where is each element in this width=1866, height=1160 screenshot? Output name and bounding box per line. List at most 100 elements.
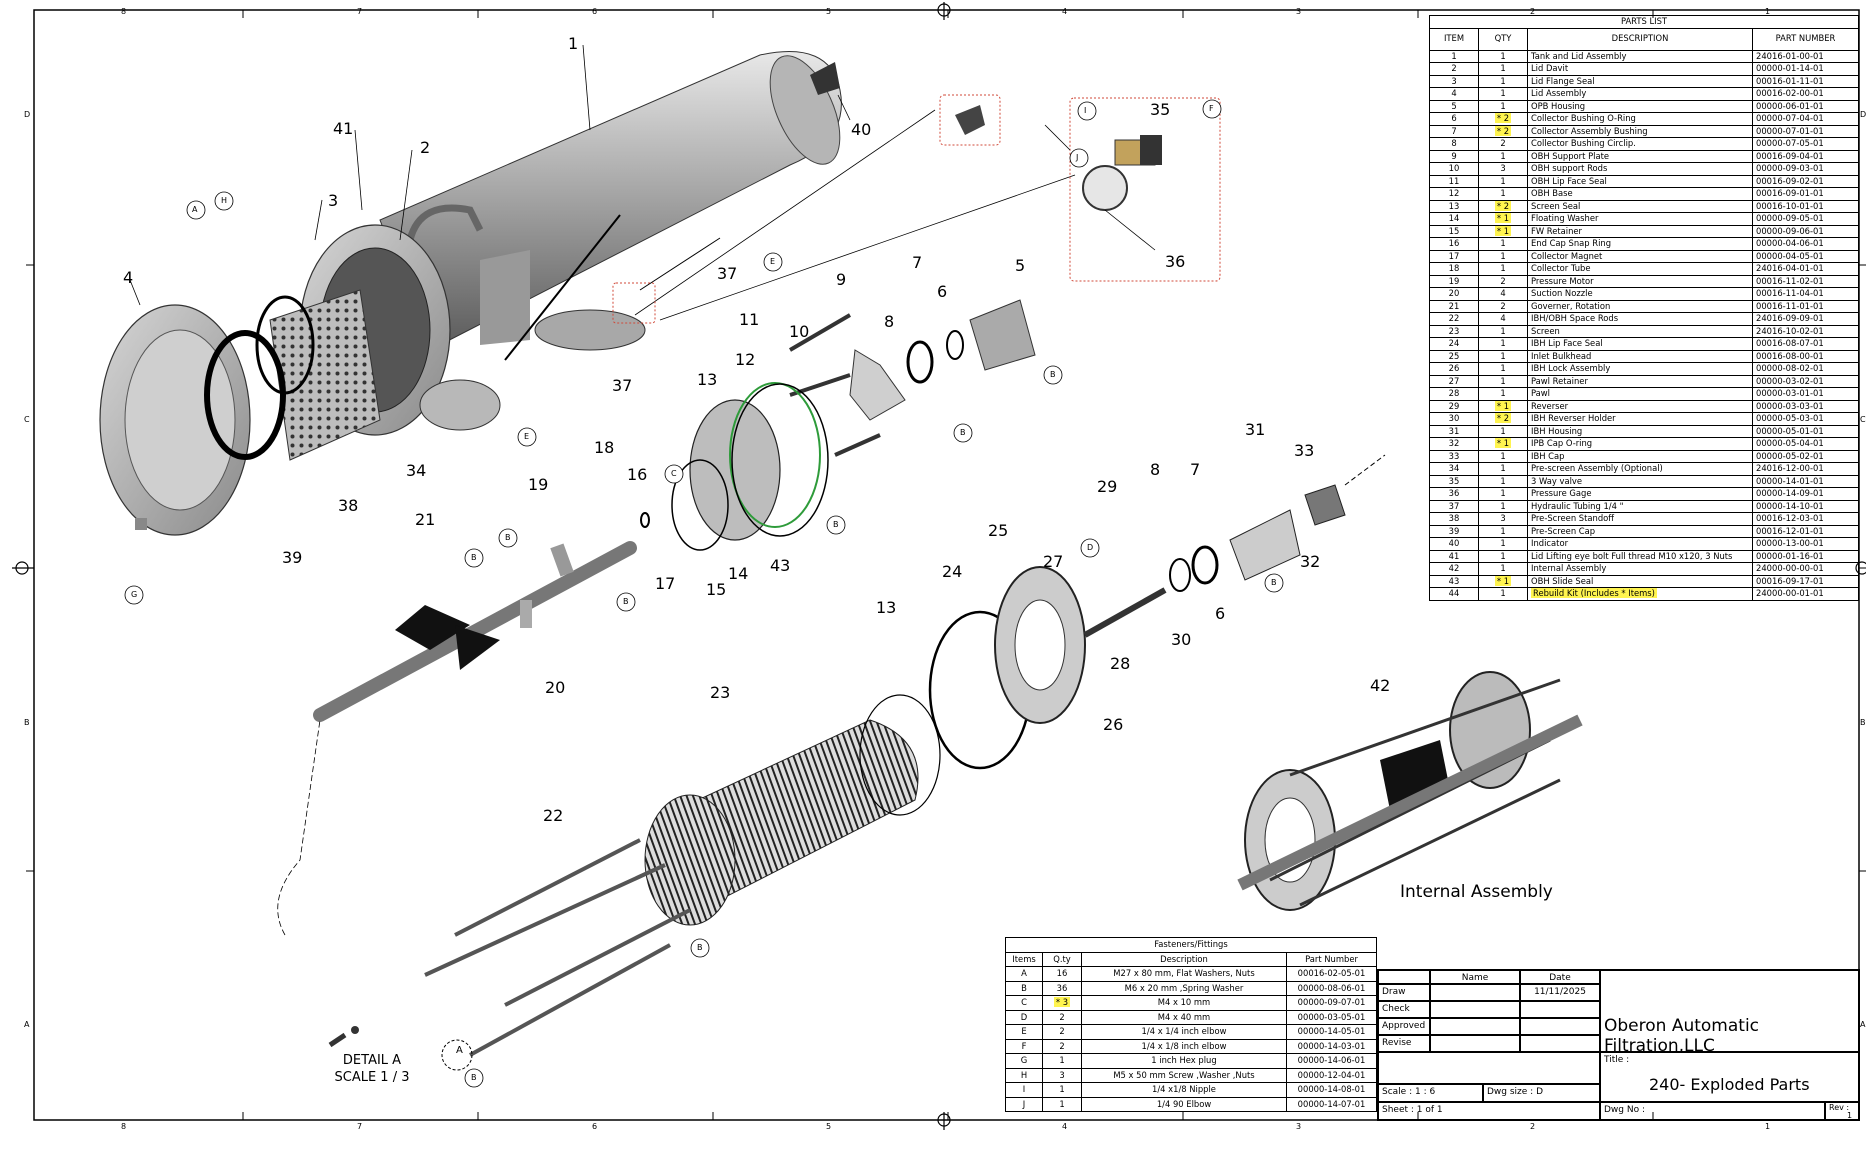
fastener-cell-description: 1 inch Hex plug (1081, 1053, 1287, 1069)
parts-cell-description: OBH support Rods (1527, 162, 1753, 176)
parts-cell-description: IBH/OBH Space Rods (1527, 312, 1753, 326)
parts-cell-text: 00016-12-01-01 (1756, 525, 1824, 536)
letter-d-callout: D (1087, 543, 1094, 552)
callout-7-lower: 7 (1190, 460, 1201, 479)
letter-b-callout-4: B (471, 553, 477, 562)
zone-label-1: 1 (1765, 7, 1771, 16)
parts-cell-qty: * 1 (1478, 574, 1528, 588)
parts-cell-text: Pawl (1531, 388, 1550, 398)
callout-26: 26 (1103, 715, 1124, 734)
tb-draw-label: Draw (1378, 984, 1430, 1001)
callout-35: 35 (1150, 100, 1171, 119)
parts-cell-description: IBH Reverser Holder (1527, 412, 1753, 426)
parts-cell-part-number: 24016-09-09-01 (1752, 312, 1859, 326)
parts-cell-text: 37 (1448, 500, 1460, 511)
fastener-cell-text: G (1020, 1055, 1028, 1065)
parts-cell-text: 44 (1448, 588, 1460, 598)
parts-cell-text: 00000-14-01-01 (1756, 475, 1824, 486)
parts-cell-description: Lid Assembly (1527, 87, 1753, 101)
fastener-cell-description: M4 x 10 mm (1081, 995, 1287, 1011)
parts-cell-text: 1 (1500, 325, 1506, 336)
callout-8: 8 (884, 312, 895, 331)
fastener-cell-part-number: 00000-12-04-01 (1286, 1067, 1377, 1083)
parts-cell-qty: 1 (1478, 562, 1528, 576)
fasteners-header-description: Description (1081, 951, 1287, 967)
parts-cell-text: 17 (1448, 250, 1460, 261)
parts-cell-text: * 1 (1494, 225, 1512, 236)
zone-label-b-right: B (1860, 718, 1866, 727)
parts-cell-text: 2 (1451, 63, 1457, 73)
parts-cell-text: Inlet Bulkhead (1531, 350, 1592, 361)
fastener-cell-description: M5 x 50 mm Screw ,Washer ,Nuts (1081, 1067, 1287, 1083)
parts-cell-description: OBH Base (1527, 187, 1753, 201)
fastener-cell-text: H (1020, 1069, 1028, 1080)
parts-cell-text: Lid Lifting eye bolt Full thread M10 x12… (1531, 550, 1733, 561)
parts-cell-text: 00000-06-01-01 (1756, 100, 1824, 111)
parts-cell-text: 00016-11-04-01 (1756, 288, 1824, 298)
parts-cell-part-number: 00016-11-04-01 (1752, 287, 1859, 301)
tb-blank (1378, 970, 1430, 984)
parts-cell-part-number: 24016-04-01-01 (1752, 262, 1859, 276)
parts-cell-part-number: 00016-10-01-01 (1752, 199, 1859, 213)
parts-cell-text: 31 (1448, 425, 1460, 436)
parts-cell-part-number: 00000-14-09-01 (1752, 487, 1859, 501)
parts-cell-text: 24016-04-01-01 (1756, 263, 1824, 273)
parts-cell-text: 24 (1448, 338, 1460, 348)
parts-cell-description: Collector Magnet (1527, 249, 1753, 263)
parts-cell-text: Internal Assembly (1531, 563, 1607, 573)
parts-cell-text: 6 (1451, 113, 1457, 123)
parts-cell-text: 1 (1500, 463, 1506, 473)
parts-cell-qty: 1 (1478, 49, 1528, 63)
parts-cell-text: 30 (1448, 413, 1460, 423)
fastener-cell-text: 2 (1059, 1026, 1065, 1036)
callout-31: 31 (1245, 420, 1266, 439)
parts-cell-part-number: 00016-09-04-01 (1752, 149, 1859, 163)
parts-cell-description: Screen (1527, 324, 1753, 338)
parts-cell-item: 34 (1429, 462, 1479, 476)
fastener-cell-part-number: 00000-08-06-01 (1286, 980, 1377, 996)
parts-cell-text: 00016-12-03-01 (1756, 513, 1824, 523)
parts-cell-qty: * 1 (1478, 399, 1528, 413)
parts-cell-item: 9 (1429, 149, 1479, 163)
fastener-cell-text: 00000-14-08-01 (1297, 1084, 1366, 1094)
parts-cell-text: Tank and Lid Assembly (1531, 50, 1627, 61)
parts-cell-text: Lid Davit (1531, 63, 1569, 73)
parts-cell-text: 33 (1448, 450, 1460, 461)
parts-cell-text: 43 (1448, 575, 1460, 586)
fastener-cell-qty: 3 (1042, 1067, 1082, 1083)
parts-cell-text: 3 Way valve (1531, 475, 1583, 486)
fasteners-header-items: Items (1005, 951, 1043, 967)
callout-19: 19 (528, 475, 549, 494)
internal-assembly-label: Internal Assembly (1400, 882, 1553, 902)
parts-cell-text: * 2 (1494, 200, 1512, 211)
fastener-cell-text: 36 (1056, 982, 1068, 993)
parts-cell-text: 41 (1448, 550, 1460, 561)
parts-cell-item: 13 (1429, 199, 1479, 213)
zone-label-7-bottom: 7 (357, 1122, 363, 1131)
parts-cell-description: 3 Way valve (1527, 474, 1753, 488)
parts-cell-part-number: 00016-01-11-01 (1752, 74, 1859, 88)
parts-cell-item: 19 (1429, 274, 1479, 288)
fastener-cell-description: 1/4 x 1/8 inch elbow (1081, 1038, 1287, 1054)
tb-blank-area (1378, 1052, 1600, 1084)
tb-dwg-size: Dwg size : D (1483, 1084, 1600, 1102)
parts-cell-text: 00000-01-14-01 (1756, 63, 1824, 73)
parts-cell-description: Floating Washer (1527, 212, 1753, 226)
parts-cell-text: 1 (1500, 425, 1506, 436)
fastener-cell-item: D (1005, 1009, 1043, 1025)
fastener-cell-qty: * 3 (1042, 995, 1082, 1011)
parts-cell-text: 1 (1500, 550, 1506, 561)
fastener-cell-qty: 36 (1042, 980, 1082, 996)
parts-cell-item: 27 (1429, 374, 1479, 388)
parts-cell-text: Pre-Screen Cap (1531, 525, 1596, 536)
